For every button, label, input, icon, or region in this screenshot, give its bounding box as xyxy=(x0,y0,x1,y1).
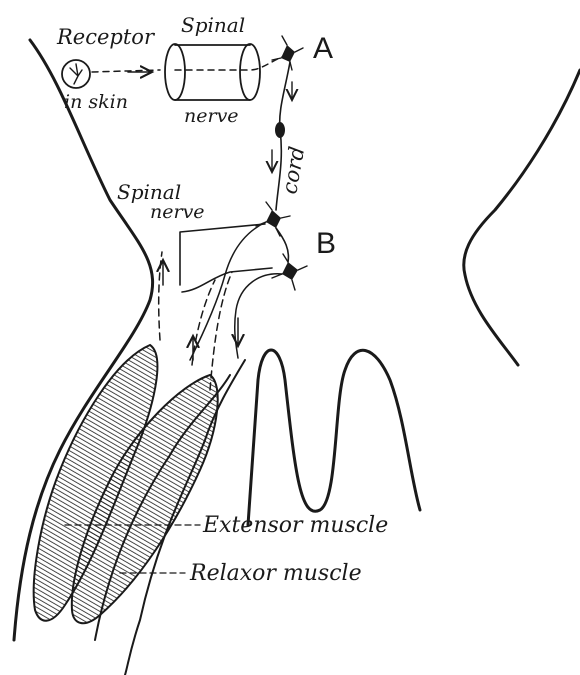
nerve-mid-label: nerve xyxy=(150,201,205,223)
spinal-nerve-mid-outline xyxy=(180,224,272,292)
body-outline-right xyxy=(464,70,580,365)
cylinder-right-end xyxy=(240,44,260,100)
point-a-label: A xyxy=(313,32,333,65)
in-skin-label: in skin xyxy=(64,91,128,113)
neuron-a xyxy=(281,45,295,62)
cylinder-left-end xyxy=(165,44,185,100)
spinal-nerve-cylinder xyxy=(175,45,250,100)
point-b-label: B xyxy=(316,227,336,260)
curve-outline xyxy=(248,350,420,525)
receptor-branches xyxy=(70,64,82,84)
afferent-fiber-2 xyxy=(192,280,215,365)
motor-fiber-1 xyxy=(190,222,266,360)
neuron-b-lower xyxy=(282,262,298,280)
cord-ganglion xyxy=(275,122,285,138)
spinal-top-label: Spinal xyxy=(181,13,245,37)
afferent-fiber-1 xyxy=(159,252,162,340)
motor-fiber-2 xyxy=(235,274,282,358)
neuron-b-upper xyxy=(266,210,281,228)
nerve-top-label: nerve xyxy=(184,105,239,127)
relaxor-label: Relaxor muscle xyxy=(189,561,362,586)
receptor-label: Receptor xyxy=(56,25,156,49)
extensor-label: Extensor muscle xyxy=(202,513,388,538)
